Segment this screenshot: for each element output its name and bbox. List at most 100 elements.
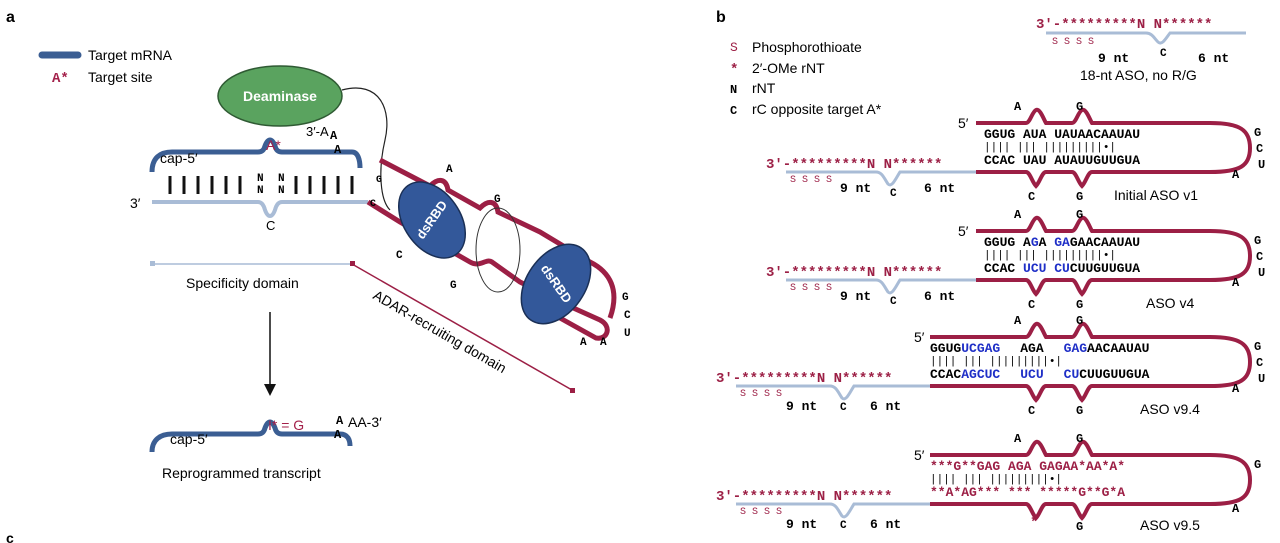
v1-5prime: 5′ bbox=[958, 115, 969, 131]
v1-g-bottom: G bbox=[1076, 190, 1083, 204]
v1-guide-line bbox=[786, 170, 976, 187]
v4-loop-a: A bbox=[1232, 276, 1240, 290]
v4-c-guide: C bbox=[890, 296, 897, 308]
aso-v1: 5′ A G GGUG AUA UAUAACAAUAU |||| ||| |||… bbox=[766, 100, 1265, 204]
pair-n-2: N bbox=[257, 185, 264, 197]
top-aso-ssss: S S S S bbox=[1052, 37, 1094, 48]
v95-hairpin bbox=[930, 439, 1253, 521]
hairpin-a-top: A bbox=[446, 164, 453, 176]
deaminase-label: Deaminase bbox=[243, 88, 317, 104]
v95-caption: ASO v9.5 bbox=[1140, 517, 1200, 533]
hairpin-g-bottom: G bbox=[450, 280, 457, 292]
v1-hairpin bbox=[976, 107, 1253, 189]
panel-c-label: c bbox=[6, 530, 14, 543]
v4-guide: 3′-*********N N****** bbox=[766, 265, 942, 281]
guide-specificity-strand bbox=[152, 200, 368, 218]
loop-c: C bbox=[624, 310, 631, 322]
v94-g-bottom: G bbox=[1076, 404, 1083, 418]
v1-guide: 3′-*********N N****** bbox=[766, 157, 942, 173]
legend-star-symbol: * bbox=[730, 62, 738, 78]
top-6nt: 6 nt bbox=[1198, 51, 1229, 66]
adar-recruiting-label: ADAR-recruiting domain bbox=[371, 287, 510, 376]
loop-u: U bbox=[624, 328, 631, 340]
panel-b-label: b bbox=[716, 9, 726, 26]
loop-a2: A bbox=[580, 337, 587, 349]
v95-6nt: 6 nt bbox=[870, 517, 901, 532]
v94-loop-g: G bbox=[1254, 340, 1261, 354]
deaminase-domain bbox=[217, 65, 343, 127]
top-aso-line bbox=[1046, 31, 1246, 45]
v4-g: G bbox=[1076, 208, 1083, 222]
v1-loop-a: A bbox=[1232, 168, 1240, 182]
v94-c: C bbox=[1028, 404, 1035, 418]
v94-g: G bbox=[1076, 314, 1083, 328]
v94-loop-c: C bbox=[1256, 356, 1263, 370]
pair-n-1: N bbox=[257, 173, 264, 185]
v4-9nt: 9 nt bbox=[840, 289, 871, 304]
legend-s-text: Phosphorothioate bbox=[752, 39, 862, 55]
v1-c: C bbox=[1028, 190, 1035, 204]
legend-s-symbol: S bbox=[730, 40, 738, 55]
v4-pairs: |||| ||| |||||||||•| bbox=[984, 250, 1116, 262]
reprog-aa3: AA-3′ bbox=[348, 414, 382, 430]
v94-c-guide: C bbox=[840, 402, 847, 414]
v4-g-bottom: G bbox=[1076, 298, 1083, 312]
v1-bottom-seq: CCAC UAU AUAUUGUUGUA bbox=[984, 153, 1140, 168]
reprogrammed-label: Reprogrammed transcript bbox=[162, 465, 321, 481]
aso-v9-5: 5′ A G ***G**GAG AGA GAGAA*AA*A* |||| ||… bbox=[716, 432, 1261, 534]
reprogrammed-strand bbox=[149, 419, 353, 453]
v1-top-seq: GGUG AUA UAUAACAAUAU bbox=[984, 127, 1140, 142]
v4-bottom-seq: CCAC UCU CUCUUGUUGUA bbox=[984, 261, 1140, 276]
basepair-ticks bbox=[168, 176, 354, 194]
v95-star: * bbox=[1030, 515, 1038, 531]
v1-ssss: S S S S bbox=[790, 175, 832, 186]
mrna-a-1: A bbox=[330, 129, 338, 143]
v94-ssss: S S S S bbox=[740, 389, 782, 400]
legend-c-symbol: C bbox=[730, 104, 737, 118]
v4-loop-c: C bbox=[1256, 250, 1263, 264]
v94-9nt: 9 nt bbox=[786, 399, 817, 414]
linker-line bbox=[341, 87, 391, 211]
top-9nt: 9 nt bbox=[1098, 51, 1129, 66]
v94-pairs: |||| ||| |||||||||•| bbox=[930, 356, 1062, 368]
v4-5prime: 5′ bbox=[958, 223, 969, 239]
legend-target-site-label: Target site bbox=[88, 69, 153, 85]
top-aso-caption: 18-nt ASO, no R/G bbox=[1080, 67, 1197, 83]
top-aso-strand: 3′-*********N N****** bbox=[1036, 17, 1212, 33]
legend-star-text: 2′-OMe rNT bbox=[752, 60, 825, 76]
legend-c-text: rC opposite target A* bbox=[752, 101, 882, 117]
legend-mrna-label: Target mRNA bbox=[88, 47, 173, 63]
v1-loop-c: C bbox=[1256, 142, 1263, 156]
reprog-a-1: A bbox=[336, 414, 344, 428]
panel-a-label: a bbox=[6, 9, 15, 26]
v95-loop-a: A bbox=[1232, 502, 1240, 516]
guide-c-label: C bbox=[266, 218, 275, 233]
v95-guide-line bbox=[736, 502, 930, 519]
target-mrna-strand bbox=[149, 137, 363, 173]
v1-9nt: 9 nt bbox=[840, 181, 871, 196]
v94-loop-a: A bbox=[1232, 382, 1240, 396]
hairpin-c1: C bbox=[370, 199, 376, 210]
legend-n-text: rNT bbox=[752, 80, 776, 96]
reprog-a-2: A bbox=[334, 428, 342, 442]
v4-top-seq: GGUG AGA GAGAACAAUAU bbox=[984, 235, 1140, 250]
v4-a: A bbox=[1014, 208, 1022, 222]
v94-loop-u: U bbox=[1258, 372, 1265, 386]
guide-three-prime: 3′ bbox=[130, 195, 141, 211]
v1-pairs: |||| ||| |||||||||•| bbox=[984, 142, 1116, 154]
hairpin-g-top: G bbox=[494, 194, 501, 206]
v1-c-guide: C bbox=[890, 188, 897, 200]
v94-6nt: 6 nt bbox=[870, 399, 901, 414]
v95-bottom-seq: **A*AG*** *** *****G**G*A bbox=[930, 485, 1125, 500]
v94-guide-line bbox=[736, 384, 930, 401]
recruiting-hairpin-bottom bbox=[366, 199, 610, 341]
recruiting-bracket bbox=[351, 263, 573, 391]
v95-top-seq: ***G**GAG AGA GAGAA*AA*A* bbox=[930, 459, 1125, 474]
legend-n-symbol: N bbox=[730, 83, 737, 97]
v95-g: G bbox=[1076, 432, 1083, 446]
v95-9nt: 9 nt bbox=[786, 517, 817, 532]
hairpin-c-bottom: C bbox=[396, 250, 403, 262]
